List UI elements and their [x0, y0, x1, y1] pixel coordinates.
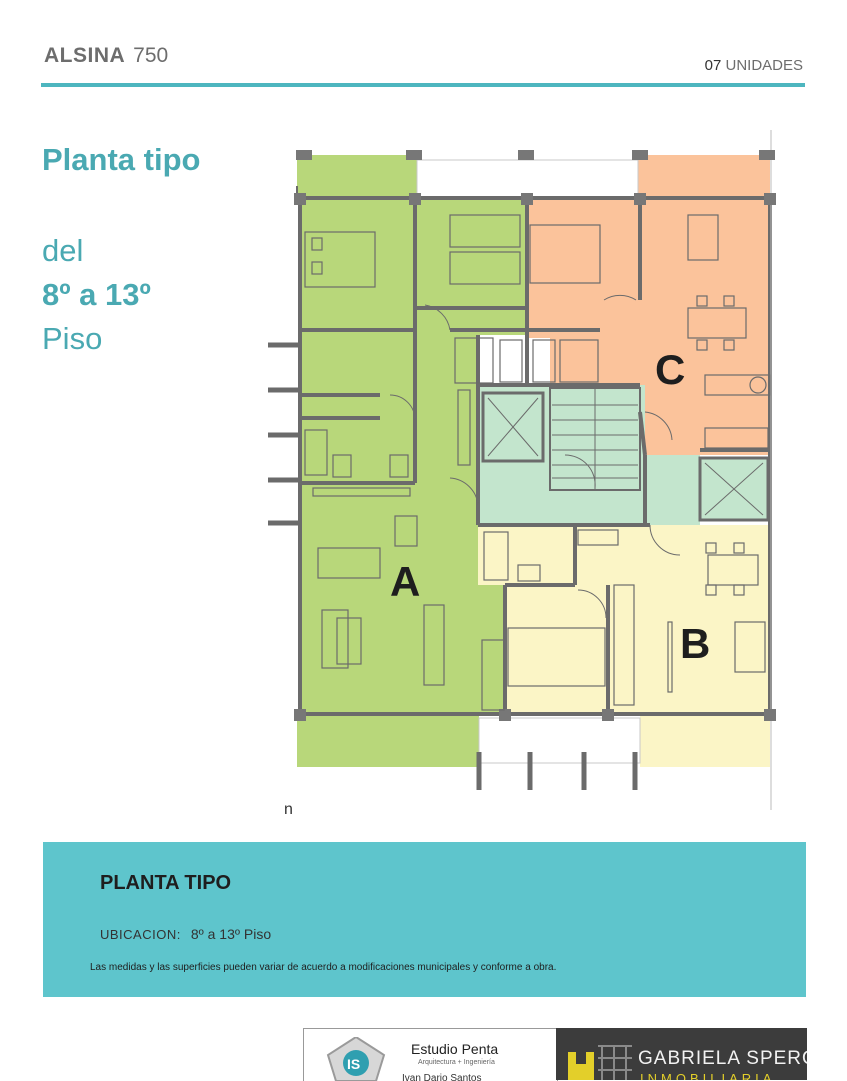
- disclaimer-note: Las medidas y las superficies pueden var…: [90, 962, 557, 973]
- terrace-c-top: [638, 155, 770, 197]
- penta-subtitle: Arquitectura + Ingeniería: [418, 1059, 495, 1066]
- facade-windows: [268, 342, 638, 790]
- unit-c-label: C: [655, 346, 685, 393]
- unit-c-zone: [527, 200, 770, 455]
- furniture: [304, 214, 771, 711]
- unit-b-label: B: [680, 620, 710, 667]
- columns: [294, 150, 776, 721]
- units-number: 07: [704, 57, 722, 74]
- building-street: ALSINA: [44, 44, 126, 67]
- floor-range-suffix: Piso: [42, 321, 103, 356]
- speroni-logo-block: GABRIELA SPERONI INMOBILIARIA: [556, 1028, 807, 1080]
- location-label: UBICACION:: [100, 927, 181, 942]
- plan-heading: Planta tipo: [42, 142, 201, 177]
- penta-logo-icon: IS: [326, 1037, 386, 1081]
- terrace-a-bottom: [297, 715, 479, 767]
- balcony-gap-bottom: [478, 717, 641, 764]
- speroni-logo-icon: [568, 1045, 632, 1080]
- info-panel: [43, 842, 806, 997]
- info-title: PLANTA TIPO: [100, 872, 232, 894]
- header-divider: [41, 83, 805, 87]
- unit-a-label: A: [390, 558, 420, 605]
- info-location: UBICACION: 8º a 13º Piso: [100, 926, 271, 942]
- balcony-gap-top: [416, 159, 639, 198]
- floor-range-prefix: del: [42, 233, 84, 268]
- penta-logo-text: IS: [347, 1056, 360, 1072]
- interior-walls: [298, 196, 772, 716]
- building-title: ALSINA 750: [44, 44, 168, 68]
- speroni-name: GABRIELA SPERONI: [638, 1048, 807, 1069]
- terrace-b-bottom: [640, 715, 770, 767]
- door-swings: [389, 294, 681, 619]
- penta-logo-block: IS Estudio Penta Arquitectura + Ingenier…: [303, 1028, 558, 1081]
- location-value: 8º a 13º Piso: [190, 926, 272, 942]
- units-count: 07 UNIDADES: [705, 57, 803, 74]
- speroni-subtitle: INMOBILIARIA: [640, 1071, 776, 1080]
- plan-caption: n: [284, 801, 293, 818]
- building-number: 750: [133, 44, 169, 67]
- units-label: UNIDADES: [725, 57, 803, 74]
- floor-plan: A B C n: [268, 130, 776, 818]
- penta-name: Estudio Penta: [411, 1041, 499, 1057]
- unit-b-zone: [478, 525, 770, 712]
- terrace-a-top: [297, 155, 417, 197]
- penta-person: Ivan Dario Santos: [402, 1073, 482, 1081]
- floor-range: 8º a 13º: [42, 277, 151, 312]
